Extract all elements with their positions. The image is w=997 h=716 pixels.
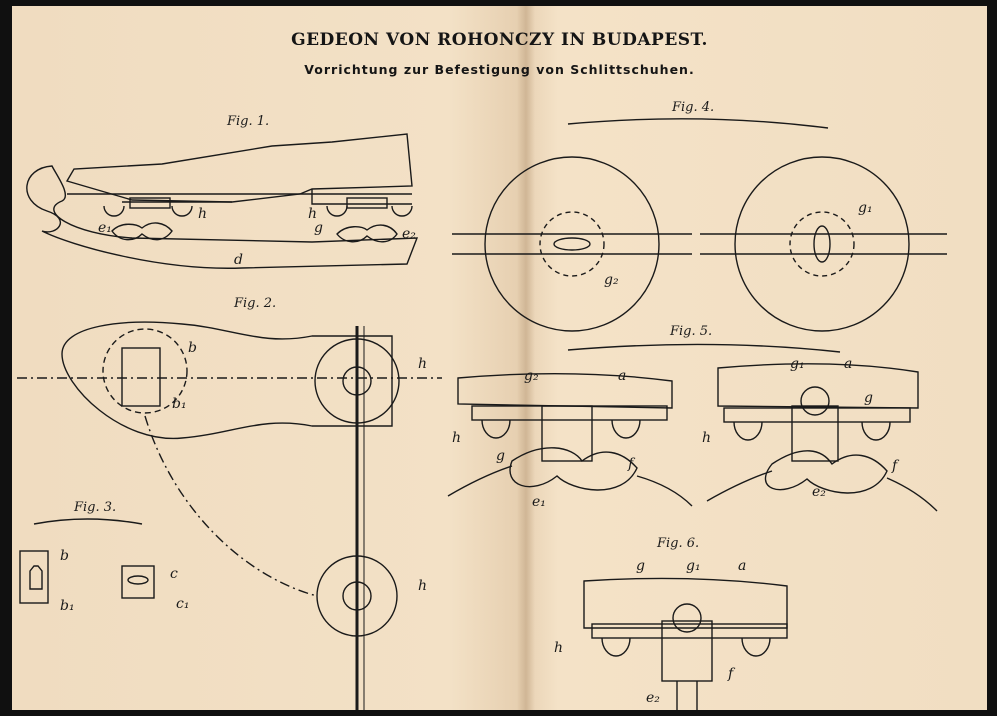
label-g: g xyxy=(314,220,323,236)
label-e2: e₂ xyxy=(812,484,826,500)
label-b: b xyxy=(188,340,197,356)
label-g1: g₁ xyxy=(686,558,701,574)
label-b1: b₁ xyxy=(60,598,75,614)
label-g: g xyxy=(636,558,645,574)
patent-title: GEDEON VON ROHONCZY IN BUDAPEST. xyxy=(291,30,708,50)
label-c: c xyxy=(170,566,178,582)
label-d: d xyxy=(234,252,243,268)
technical-drawing xyxy=(17,118,947,710)
fig3-plates xyxy=(19,518,155,604)
label-g1: g₁ xyxy=(858,200,873,216)
fig4-caption: Fig. 4. xyxy=(672,100,715,115)
label-f: f xyxy=(628,456,634,472)
fig1-skate-drawing xyxy=(26,133,419,269)
label-c1: c₁ xyxy=(176,596,190,612)
fig1-caption: Fig. 1. xyxy=(227,114,270,129)
label-g: g xyxy=(864,390,873,406)
label-h: h xyxy=(452,430,462,446)
label-a: a xyxy=(844,356,853,372)
label-e1: e₁ xyxy=(98,220,112,236)
fig5-sections xyxy=(447,343,938,512)
label-h: h xyxy=(308,206,318,222)
label-b: b xyxy=(60,548,69,564)
label-a: a xyxy=(618,368,627,384)
label-h: h xyxy=(418,578,428,594)
label-f: f xyxy=(892,458,898,474)
fig5-caption: Fig. 5. xyxy=(670,324,713,339)
label-h: h xyxy=(554,640,564,656)
label-h: h xyxy=(702,430,712,446)
fig3-caption: Fig. 3. xyxy=(74,500,117,515)
fig6-section xyxy=(583,577,788,710)
label-g2: g₂ xyxy=(524,368,539,384)
label-h: h xyxy=(418,356,428,372)
label-h: h xyxy=(198,206,208,222)
label-g2: g₂ xyxy=(604,272,619,288)
fig2-caption: Fig. 2. xyxy=(234,296,277,311)
fig2-sole-plan xyxy=(17,321,442,710)
patent-subtitle: Vorrichtung zur Befestigung von Schlitts… xyxy=(304,62,695,77)
fig4-discs xyxy=(452,118,947,332)
label-a: a xyxy=(738,558,747,574)
patent-sheet: GEDEON VON ROHONCZY IN BUDAPEST. Vorrich… xyxy=(12,6,987,710)
label-e2: e₂ xyxy=(646,690,660,706)
label-g: g xyxy=(496,448,505,464)
fig6-caption: Fig. 6. xyxy=(657,536,700,551)
label-b1: b₁ xyxy=(172,396,187,412)
label-e2: e₂ xyxy=(402,226,416,242)
label-f: f xyxy=(728,666,734,682)
label-g1: g₁ xyxy=(790,356,805,372)
label-e1: e₁ xyxy=(532,494,546,510)
page-fold xyxy=(517,6,535,710)
